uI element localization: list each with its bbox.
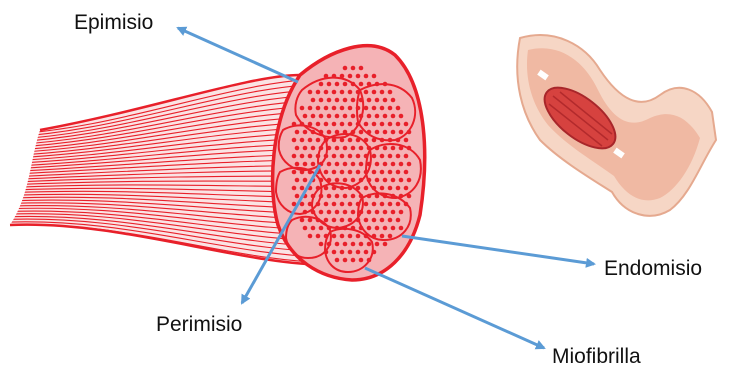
miofibrilla-arrow: [365, 268, 544, 348]
arm-illustration: [517, 35, 716, 216]
miofibrilla-label: Miofibrilla: [552, 345, 641, 369]
perimisio-label: Perimisio: [156, 313, 242, 337]
endomisio-label: Endomisio: [604, 257, 702, 281]
epimisio-label: Epimisio: [74, 11, 153, 35]
epimisio-arrow: [178, 28, 298, 82]
endomisio-arrow: [402, 236, 594, 264]
